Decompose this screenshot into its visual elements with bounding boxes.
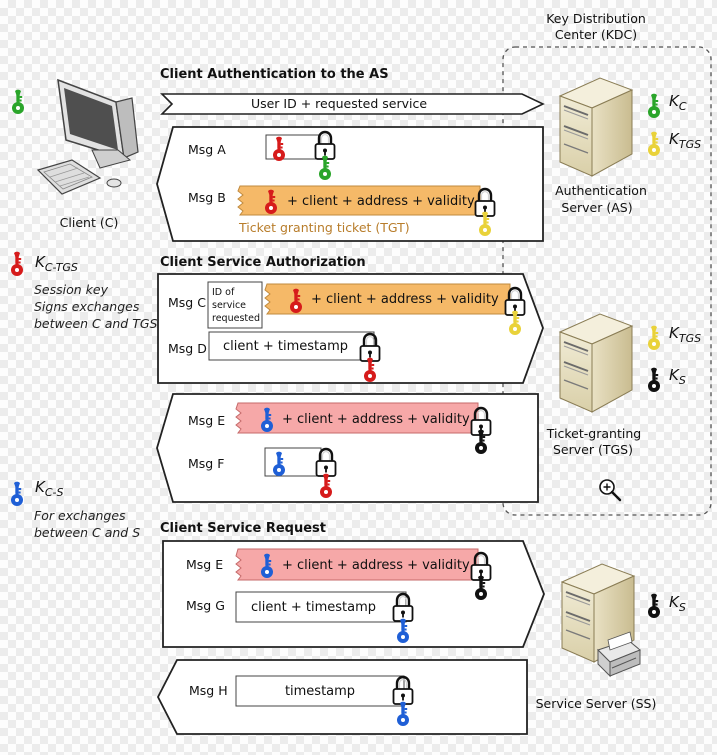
as-server-icon [559, 77, 633, 177]
msg-e-label: Msg E [188, 413, 225, 428]
msg-c-ticket-text: + client + address + validity [311, 292, 499, 307]
as-ktgs-label: KTGS [669, 130, 701, 151]
tgt-label: Ticket granting ticket (TGT) [238, 220, 410, 235]
request-arrow-text: User ID + requested service [251, 96, 427, 111]
tgs-ks-label: KS [669, 366, 686, 387]
msg-h-box [235, 675, 405, 707]
kctgs-label: KC-TGS [35, 253, 78, 274]
tgs-ktgs-label: KTGS [669, 324, 701, 345]
kctgs-key-icon [11, 251, 23, 276]
request-arrow [160, 93, 545, 115]
msg-f-label: Msg F [188, 456, 224, 471]
kdc-title-line2: Center (KDC) [555, 27, 637, 42]
client-green-key-icon [12, 89, 24, 114]
session-key-line1: Session key [34, 282, 109, 297]
msg-a-label: Msg A [188, 142, 226, 157]
msg-h-label: Msg H [189, 683, 228, 698]
tgs-server-line1: Ticket-granting [546, 426, 641, 441]
as-ktgs-key-icon [648, 131, 660, 156]
msg-g-label: Msg G [186, 598, 225, 613]
as-server-line2: Server (AS) [561, 200, 632, 215]
msg-e2-ticket-text: + client + address + validity [282, 558, 470, 573]
service-id-box [207, 281, 263, 329]
computer-icon [36, 78, 139, 195]
msg-g-text: client + timestamp [251, 600, 376, 615]
service-id-line3: requested [212, 313, 260, 324]
section-request-title: Client Service Request [160, 521, 326, 536]
tgs-ktgs-key-icon [648, 325, 660, 350]
msg-g-box [235, 591, 407, 623]
msg-e-ticket-text: + client + address + validity [282, 412, 470, 427]
msg-d-box [208, 331, 375, 361]
msg-b-ticket-text: + client + address + validity [287, 194, 475, 209]
as-server-line1: Authentication [555, 183, 647, 198]
session-key-line3: between C and TGS [34, 316, 158, 331]
ss-server-label: Service Server (SS) [536, 696, 657, 711]
client-label: Client (C) [60, 215, 119, 230]
ss-ks-key-icon [648, 593, 660, 618]
tgs-server-line2: Server (TGS) [553, 442, 633, 457]
msg-d-text: client + timestamp [223, 339, 348, 354]
cs-line2: between C and S [34, 525, 140, 540]
as-kc-key-icon [648, 93, 660, 118]
section-authz-title: Client Service Authorization [160, 255, 366, 270]
zoom-icon[interactable] [599, 479, 622, 502]
kdc-title-line1: Key Distribution [546, 11, 646, 26]
cs-line1: For exchanges [34, 508, 126, 523]
kcs-label: KC-S [35, 478, 63, 499]
section-auth-title: Client Authentication to the AS [160, 67, 389, 82]
as-kc-label: KC [669, 92, 687, 113]
kcs-key-icon [11, 481, 23, 506]
service-id-line1: ID of [212, 287, 235, 298]
printer-icon [597, 631, 641, 678]
msg-b-label: Msg B [188, 190, 226, 205]
service-id-line2: service [212, 300, 246, 311]
tgs-server-icon [559, 313, 633, 413]
msg-d-label: Msg D [168, 341, 207, 356]
msg-h-text: timestamp [285, 684, 355, 699]
tgs-ks-key-icon [648, 367, 660, 392]
session-key-line2: Signs exchanges [34, 299, 140, 314]
msg-e2-label: Msg E [186, 557, 223, 572]
msg-c-label: Msg C [168, 295, 206, 310]
ss-ks-label: KS [669, 593, 686, 614]
